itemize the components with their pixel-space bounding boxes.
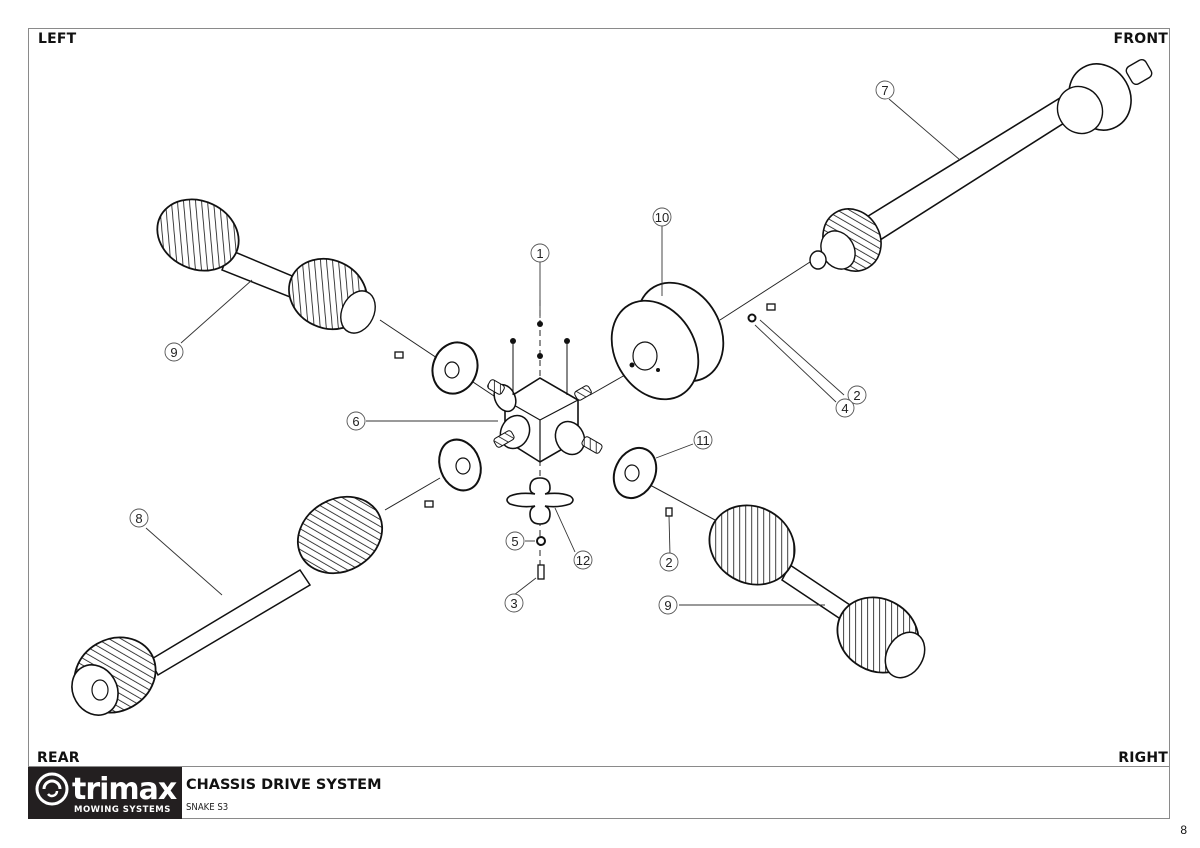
flange-guard-left: [431, 341, 479, 395]
small-hardware: [394, 303, 776, 580]
callout-11: 11: [693, 430, 713, 450]
leader-lines: [145, 98, 961, 606]
svg-text:5: 5: [511, 534, 518, 549]
callout-3: 3: [504, 593, 524, 613]
swirl-logo-icon: [35, 772, 69, 806]
svg-text:12: 12: [576, 553, 590, 568]
gearbox-top-bolts: [510, 321, 570, 359]
rear-driveshaft: [71, 495, 384, 716]
callout-6: 6: [346, 411, 366, 431]
gearbox-mount-plate: [506, 477, 574, 525]
callout-2-right: 2: [659, 552, 679, 572]
callout-1: 1: [530, 243, 550, 263]
right-driveshaft: [708, 504, 926, 679]
document-title: CHASSIS DRIVE SYSTEM: [186, 777, 382, 793]
callout-7: 7: [875, 80, 895, 100]
svg-text:1: 1: [536, 246, 543, 261]
title-block: trimax MOWING SYSTEMS CHASSIS DRIVE SYST…: [28, 766, 1170, 819]
svg-text:2: 2: [665, 555, 672, 570]
svg-text:3: 3: [510, 596, 517, 611]
callout-10: 10: [652, 207, 672, 227]
left-driveshaft: [156, 198, 376, 334]
gearbox: [487, 377, 603, 463]
callout-9-right: 9: [658, 595, 678, 615]
svg-text:9: 9: [664, 598, 671, 613]
svg-text:4: 4: [841, 401, 848, 416]
callout-4: 4: [835, 398, 855, 418]
svg-text:trimax: trimax: [72, 772, 177, 807]
svg-text:8: 8: [135, 511, 142, 526]
svg-text:10: 10: [655, 210, 669, 225]
front-driveshaft: [809, 58, 1153, 272]
orientation-label-left: LEFT: [38, 31, 77, 47]
callout-9-left: 9: [164, 342, 184, 362]
callout-12: 12: [573, 550, 593, 570]
svg-text:11: 11: [696, 433, 710, 448]
flange-guard-rear: [438, 438, 482, 492]
page-number: 8: [1180, 823, 1187, 837]
flange-guard-right: [612, 446, 658, 500]
svg-text:9: 9: [170, 345, 177, 360]
svg-text:2: 2: [853, 388, 860, 403]
orientation-label-front: FRONT: [1113, 31, 1168, 47]
callout-5: 5: [505, 531, 525, 551]
callout-2-front: 2: [847, 385, 867, 405]
svg-text:6: 6: [352, 414, 359, 429]
orientation-label-rear: REAR: [37, 750, 80, 766]
drawing-frame: [28, 28, 1170, 819]
callout-8: 8: [129, 508, 149, 528]
svg-text:MOWING SYSTEMS: MOWING SYSTEMS: [74, 805, 171, 815]
model-name: SNAKE S3: [186, 802, 229, 813]
orientation-label-right: RIGHT: [1118, 750, 1168, 766]
trimax-logo: trimax MOWING SYSTEMS: [28, 767, 182, 819]
front-shield-coupler: [610, 281, 725, 401]
svg-text:7: 7: [881, 83, 888, 98]
bolt-guide-lines: [512, 344, 568, 395]
